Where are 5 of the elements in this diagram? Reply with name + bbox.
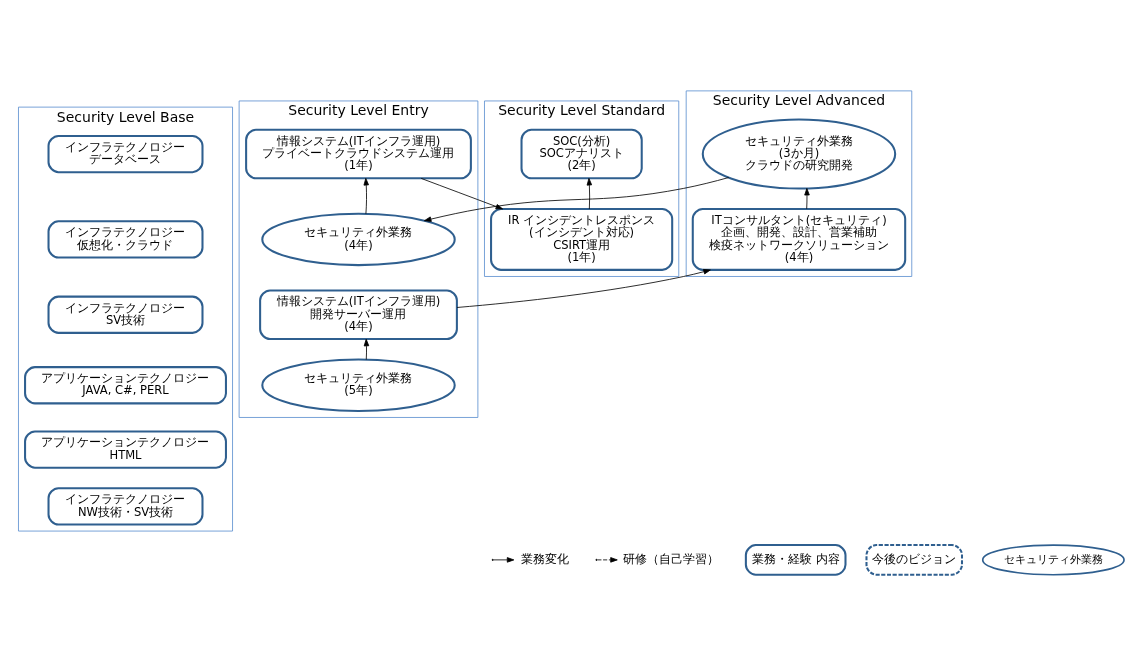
legend-label: 研修（自己学習）: [623, 551, 720, 566]
legend-label: セキュリティ外業務: [1003, 552, 1103, 566]
legend-label: 今後のビジョン: [872, 551, 957, 566]
legend-label: 業務・経験 内容: [751, 551, 840, 566]
legend-label: 業務変化: [520, 551, 569, 566]
